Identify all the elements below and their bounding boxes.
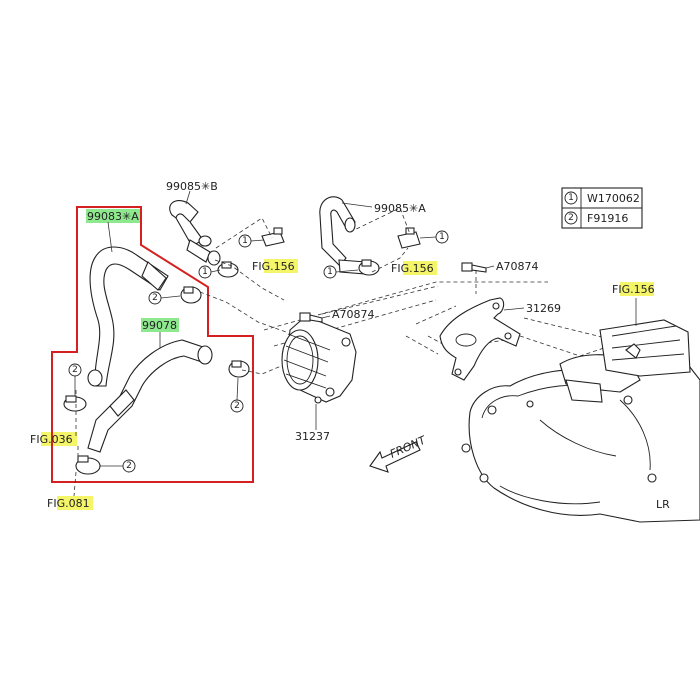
callout-1-c: 1 — [323, 265, 359, 279]
legend-row-2: 2 F91916 — [564, 211, 628, 225]
hose-99078 — [87, 332, 213, 453]
callout-1-b: 1 — [198, 265, 221, 279]
hose-99083-a — [87, 221, 169, 387]
callout-1-d: 1 — [419, 230, 449, 244]
clamps — [63, 227, 421, 475]
legend-code: F91916 — [587, 212, 628, 225]
highlight-99078 — [141, 318, 179, 332]
clamp-top-a — [217, 261, 239, 278]
callout-number: 2 — [152, 293, 158, 303]
clamp-top-b — [358, 259, 380, 276]
callout-2-d: 2 — [100, 459, 136, 473]
label-99083-a: 99083✳A — [87, 210, 139, 223]
callout-number: 2 — [234, 401, 240, 411]
highlight-fig156-c — [620, 282, 654, 296]
legend-row-1: 1 W170062 — [564, 191, 640, 205]
legend-code: W170062 — [587, 192, 640, 205]
label-31237: 31237 — [295, 430, 330, 443]
clamp-left-upper — [63, 395, 87, 412]
clamp-right — [228, 360, 250, 378]
label-fig156-c[interactable]: FIG.156 — [612, 283, 655, 296]
svg-text:LR: LR — [656, 498, 670, 511]
callout-number: 1 — [242, 236, 248, 246]
callout-2-b: 2 — [68, 363, 82, 396]
legend-box: 1 W170062 2 F91916 — [561, 187, 643, 229]
clamp-clip-b — [397, 227, 421, 249]
front-direction-indicator: FRONT — [369, 433, 429, 473]
highlight-fig156-b — [403, 261, 437, 275]
transmission-housing: LR — [461, 298, 700, 523]
label-31269: 31269 — [526, 302, 561, 315]
label-fig036[interactable]: FIG.036 — [30, 433, 73, 446]
highlight-99083 — [86, 209, 141, 223]
oil-cooler-31237 — [281, 315, 357, 430]
label-a70874-upper: A70874 — [496, 260, 539, 273]
assembly-lines — [73, 207, 607, 497]
label-fig081[interactable]: FIG.081 — [47, 497, 90, 510]
callout-number: 1 — [439, 232, 445, 242]
callout-1-a: 1 — [238, 234, 265, 248]
legend-number: 1 — [568, 193, 574, 203]
label-99085-b: 99085✳B — [166, 180, 218, 193]
clamp-left-lower — [75, 455, 101, 475]
front-label: FRONT — [388, 433, 429, 461]
highlight-fig036 — [41, 432, 77, 446]
bolt-lower — [299, 312, 331, 323]
label-a70874-lower: A70874 — [332, 308, 375, 321]
highlight-fig156-a — [264, 259, 298, 273]
selection-outline — [51, 206, 254, 483]
bracket-31269 — [439, 297, 525, 381]
highlight-fig081 — [57, 496, 93, 510]
callout-number: 2 — [72, 365, 78, 375]
label-99078: 99078 — [142, 319, 177, 332]
callout-number: 2 — [126, 461, 132, 471]
callout-number: 1 — [202, 267, 208, 277]
callout-2-c: 2 — [230, 377, 244, 413]
hose-99085-a — [319, 196, 373, 275]
legend-number: 2 — [568, 213, 574, 223]
label-fig156-a[interactable]: FIG.156 — [252, 260, 295, 273]
clamp-clip-a — [261, 227, 285, 247]
label-fig156-b[interactable]: FIG.156 — [391, 262, 434, 275]
hose-99085-b — [169, 190, 221, 266]
clamp-mid — [180, 286, 202, 304]
callout-number: 1 — [327, 267, 333, 277]
label-99085-a: 99085✳A — [374, 202, 426, 215]
callout-2-a: 2 — [148, 291, 181, 305]
bolt-upper — [461, 262, 495, 273]
